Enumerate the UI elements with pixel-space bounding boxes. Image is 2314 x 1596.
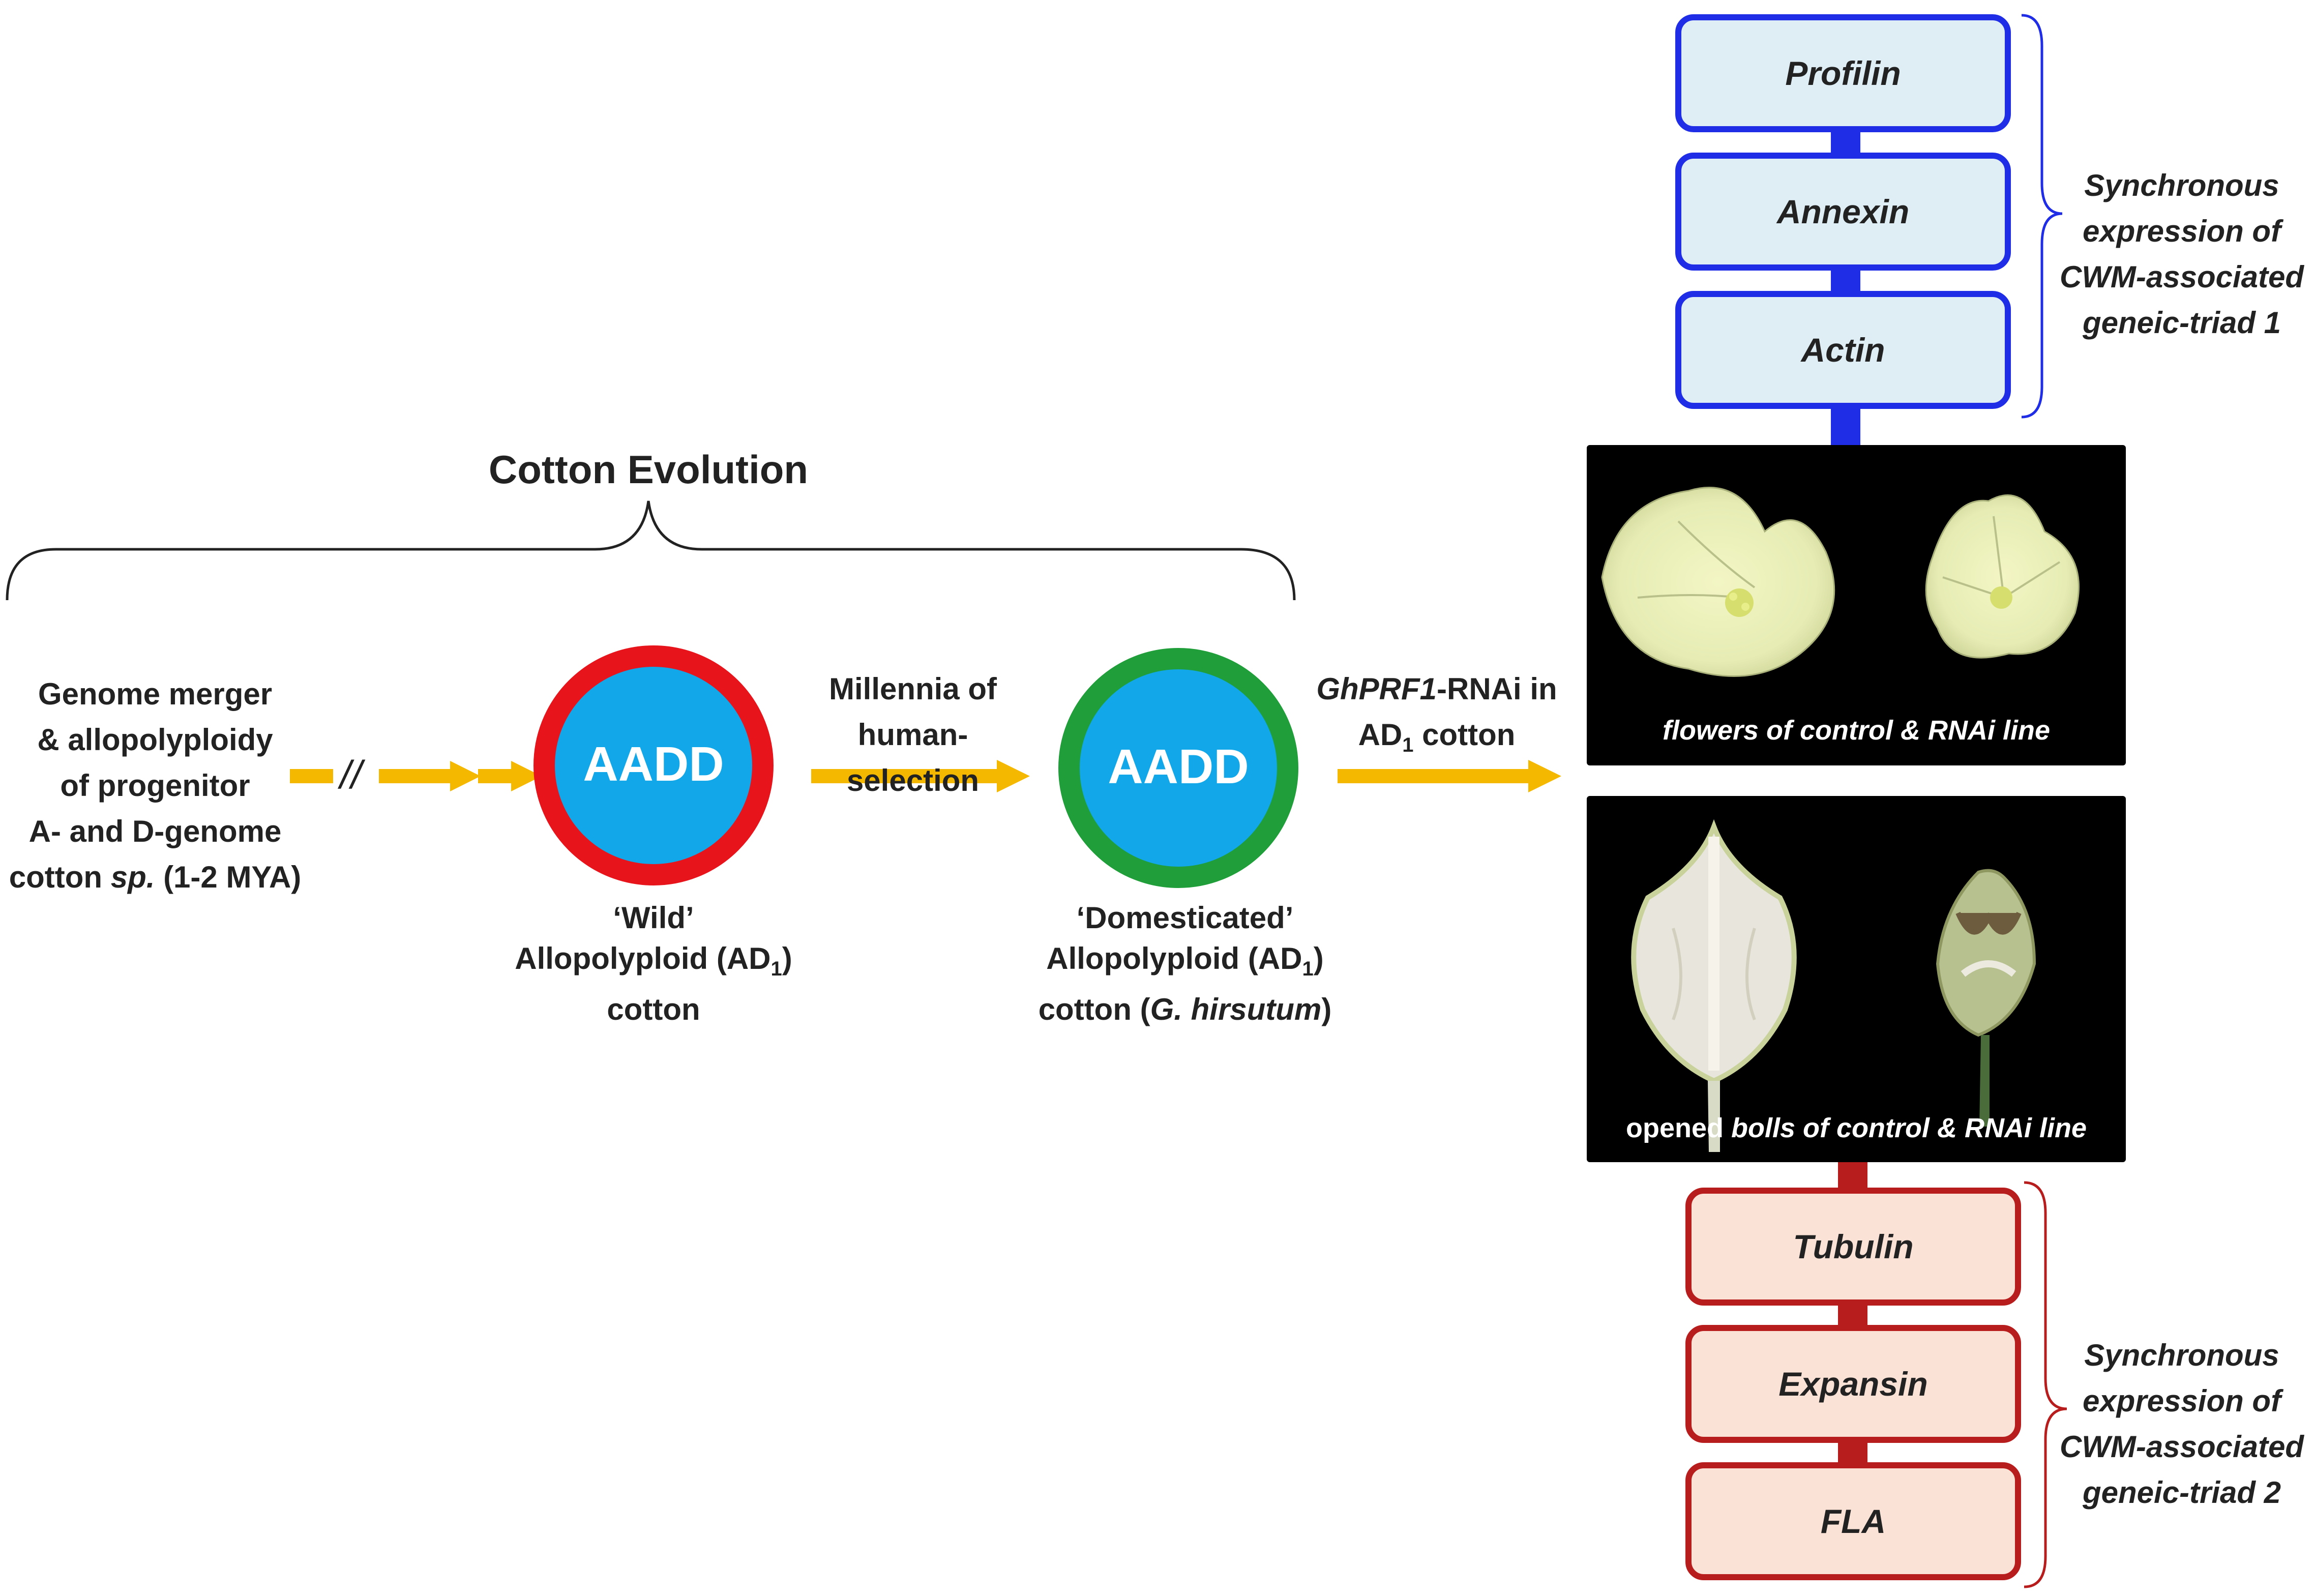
domesticated-caption-line-3: cotton (G. hirsutum) bbox=[1038, 992, 1332, 1026]
triad1-label-line-4: geneic-triad 1 bbox=[2082, 306, 2281, 340]
selection-line-2: human-selection bbox=[846, 718, 980, 797]
bolls-caption: opened bolls of control & RNAi line bbox=[1625, 1113, 2087, 1143]
gene-box-tubulin: Tubulin bbox=[1685, 1188, 2021, 1306]
gene-box-fla: FLA bbox=[1685, 1462, 2021, 1580]
triad1-brace bbox=[2021, 14, 2063, 419]
bolls-image bbox=[1631, 819, 2036, 1152]
triad1-label-line-3: CWM-associated bbox=[2059, 260, 2304, 294]
progenitor-label: Genome merger & allopolyploidy of progen… bbox=[0, 671, 310, 900]
selection-arrow bbox=[811, 760, 1030, 792]
gene-label-fla: FLA bbox=[1820, 1502, 1886, 1540]
triad2-label: Synchronous expression of CWM-associated… bbox=[2055, 1333, 2309, 1516]
wild-genome-circle bbox=[533, 645, 774, 885]
time-break-mark: // bbox=[340, 752, 362, 797]
rnai-label: GhPRF1-RNAi in AD1 cotton bbox=[1302, 666, 1571, 768]
domesticated-genome-label: AADD bbox=[1108, 740, 1249, 794]
diagram-title: Cotton Evolution bbox=[488, 447, 809, 492]
control-flower bbox=[1601, 487, 1835, 677]
progenitor-line-5: cotton sp. (1-2 MYA) bbox=[9, 860, 302, 894]
triad2-brace bbox=[2024, 1181, 2067, 1588]
wild-caption: ‘Wild’ Allopolyploid (AD1) cotton bbox=[478, 898, 829, 1030]
gene-label-profilin: Profilin bbox=[1785, 54, 1901, 92]
rnai-flower bbox=[1925, 494, 2080, 659]
evolution-brace bbox=[6, 500, 1296, 601]
rnai-boll bbox=[1936, 869, 2036, 1127]
triad1-label-line-1: Synchronous bbox=[2084, 168, 2279, 202]
progenitor-line-2: & allopolyploidy bbox=[37, 723, 273, 757]
gene-label-expansin: Expansin bbox=[1778, 1365, 1928, 1403]
domesticated-genome-circle bbox=[1058, 648, 1298, 888]
gene-box-actin: Actin bbox=[1675, 291, 2011, 409]
selection-label: Millennia of human-selection bbox=[793, 666, 1032, 804]
progenitor-line-1: Genome merger bbox=[38, 677, 273, 711]
domesticated-caption-line-1: ‘Domesticated’ bbox=[1076, 901, 1294, 935]
flowers-image bbox=[1601, 487, 2080, 677]
progenitor-line-4: A- and D-genome bbox=[28, 814, 282, 848]
progenitor-arrow bbox=[290, 761, 542, 791]
control-boll bbox=[1631, 819, 1797, 1152]
rnai-arrow bbox=[1338, 760, 1561, 792]
wild-caption-line-1: ‘Wild’ bbox=[613, 901, 694, 935]
triad2-label-line-2: expression of bbox=[2082, 1384, 2281, 1418]
gene-label-actin: Actin bbox=[1801, 331, 1885, 369]
progenitor-line-3: of progenitor bbox=[60, 769, 250, 803]
rnai-line-1: GhPRF1-RNAi in bbox=[1316, 672, 1557, 706]
wild-caption-line-2: Allopolyploid (AD1) bbox=[515, 941, 792, 980]
wild-genome-label: AADD bbox=[583, 737, 724, 791]
triad1-label-line-2: expression of bbox=[2082, 214, 2281, 248]
triad2-label-line-4: geneic-triad 2 bbox=[2082, 1475, 2281, 1510]
triad2-label-line-1: Synchronous bbox=[2084, 1338, 2279, 1372]
gene-box-expansin: Expansin bbox=[1685, 1325, 2021, 1443]
gene-box-profilin: Profilin bbox=[1675, 14, 2011, 132]
flowers-caption: flowers of control & RNAi line bbox=[1662, 715, 2051, 746]
rnai-line-2: AD1 cotton bbox=[1358, 718, 1516, 756]
domesticated-caption-line-2: Allopolyploid (AD1) bbox=[1046, 941, 1324, 980]
flowers-photo: flowers of control & RNAi line bbox=[1587, 445, 2126, 765]
triad1-label: Synchronous expression of CWM-associated… bbox=[2055, 163, 2309, 346]
gene-label-annexin: Annexin bbox=[1776, 193, 1910, 230]
domesticated-caption: ‘Domesticated’ Allopolyploid (AD1) cotto… bbox=[992, 898, 1378, 1030]
bolls-photo: opened bolls of control & RNAi line bbox=[1587, 796, 2126, 1162]
wild-caption-line-3: cotton bbox=[607, 992, 700, 1026]
gene-label-tubulin: Tubulin bbox=[1793, 1228, 1914, 1265]
selection-line-1: Millennia of bbox=[829, 672, 997, 706]
gene-box-annexin: Annexin bbox=[1675, 153, 2011, 271]
triad2-label-line-3: CWM-associated bbox=[2059, 1430, 2304, 1464]
